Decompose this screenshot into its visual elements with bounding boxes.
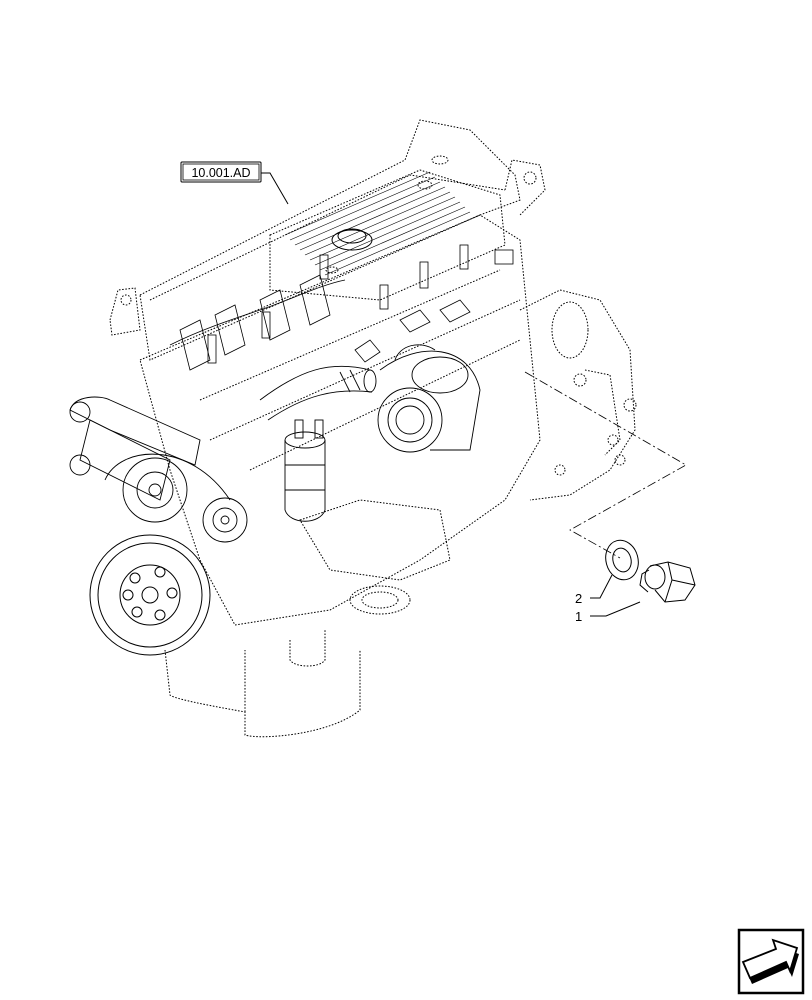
callout-leaders [261,172,641,617]
callout-number-2: 2 [575,591,582,606]
reference-label: 10.001.AD [191,166,250,180]
callout-number-1: 1 [575,609,582,624]
location-guide-line [524,371,687,559]
reference-label-box[interactable]: 10.001.AD [180,161,262,183]
plug-part [639,561,696,603]
engine-assembly-drawing [69,119,637,738]
next-page-arrow-icon[interactable] [737,928,805,995]
washer-part [605,539,639,581]
